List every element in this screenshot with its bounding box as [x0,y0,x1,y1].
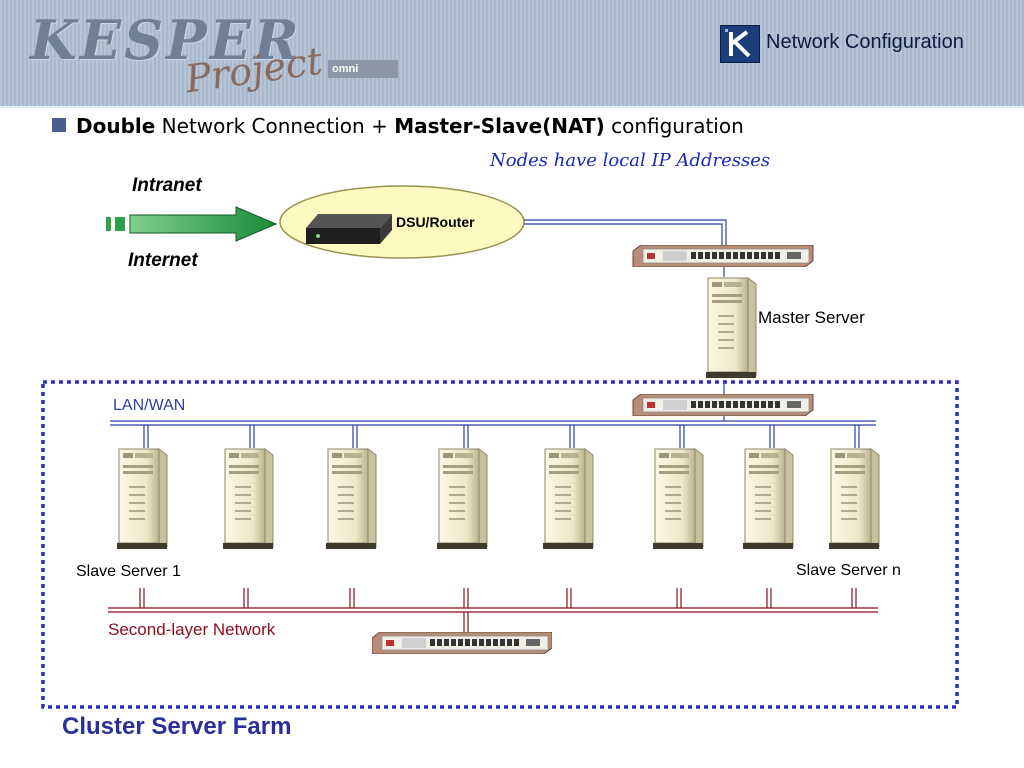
router-uplink [524,219,727,248]
router-label: DSU/Router [396,214,475,230]
slave-server-icon[interactable] [542,448,594,550]
slide-heading: Double Network Connection + Master-Slave… [52,114,744,138]
slave-server-icon[interactable] [116,448,168,550]
cluster-boundary [41,380,959,709]
lan-switch-icon [632,394,814,416]
router-device-icon [306,214,392,244]
network-arrow-icon [106,206,278,242]
second-layer-switch-icon [372,632,552,654]
slave-server-icon[interactable] [742,448,794,550]
slave-server-icon[interactable] [436,448,488,550]
local-ip-note: Nodes have local IP Addresses [490,150,771,171]
header-banner: KESPER Project omni Network Configuratio… [0,0,1024,108]
slave-server-icon[interactable] [652,448,704,550]
kesper-logo: KESPER [30,8,302,72]
slave-server-icon[interactable] [222,448,274,550]
bullet-square-icon [52,118,66,132]
slave-server-n-label: Slave Server n [796,562,901,579]
dsu-router[interactable] [279,185,525,259]
upper-switch-icon [632,245,814,267]
lan-wan-bus [110,416,876,426]
second-layer-label: Second-layer Network [108,620,276,639]
slave-server-icon[interactable] [828,448,880,550]
intranet-label: Intranet [132,175,202,196]
omni-badge: omni [328,60,398,78]
master-server-icon[interactable] [705,277,757,379]
master-server-label: Master Server [758,308,865,327]
lan-wan-label: LAN/WAN [113,397,186,414]
cluster-title: Cluster Server Farm [62,713,292,740]
slave-server-icon[interactable] [325,448,377,550]
slave-server-1-label: Slave Server 1 [76,563,181,580]
lan-drops [143,425,860,448]
page-title: Network Configuration [766,31,964,53]
second-layer-bus [108,588,878,634]
internet-label: Internet [128,250,198,271]
k-logo-icon [720,25,760,63]
